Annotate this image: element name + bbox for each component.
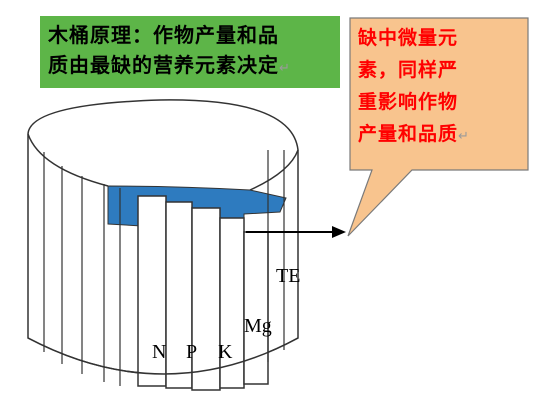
title-line-2: 质由最缺的营养元素决定↵ [48, 50, 334, 84]
barrel-rim-front [27, 133, 109, 187]
barrel-rim-back [27, 99, 299, 191]
callout-line-2: 素，同样严 [358, 59, 459, 81]
stave-k [191, 207, 221, 391]
title-box: 木桶原理：作物产量和品 质由最缺的营养元素决定↵ [40, 16, 340, 88]
stave-te [243, 231, 269, 385]
stave-p [165, 201, 193, 389]
title-line-2-text: 质由最缺的营养元素决定 [48, 53, 279, 77]
barrel-bottom [27, 337, 299, 375]
label-p: P [186, 341, 198, 363]
callout-line-1: 缺中微量元 [358, 27, 459, 49]
callout-line-4-text: 产量和品质 [358, 123, 459, 145]
callout-shape [347, 17, 529, 237]
paragraph-mark-icon: ↵ [458, 129, 470, 144]
title-line-1: 木桶原理：作物产量和品 [48, 23, 279, 47]
label-k: K [218, 341, 233, 363]
inner-staves [137, 195, 269, 391]
label-n: N [152, 341, 167, 363]
callout-text: 缺中微量元 素，同样严 重影响作物 产量和品质↵ [358, 22, 518, 153]
stave-n [137, 195, 167, 387]
paragraph-mark-icon: ↵ [279, 61, 291, 76]
stave-mg [219, 217, 245, 389]
arrow-head [332, 226, 346, 238]
barrel-stave-lines [43, 150, 285, 386]
label-te: TE [276, 265, 301, 287]
callout-line-4: 产量和品质↵ [358, 118, 518, 153]
callout-line-3: 重影响作物 [358, 91, 459, 113]
label-mg: Mg [244, 315, 272, 337]
